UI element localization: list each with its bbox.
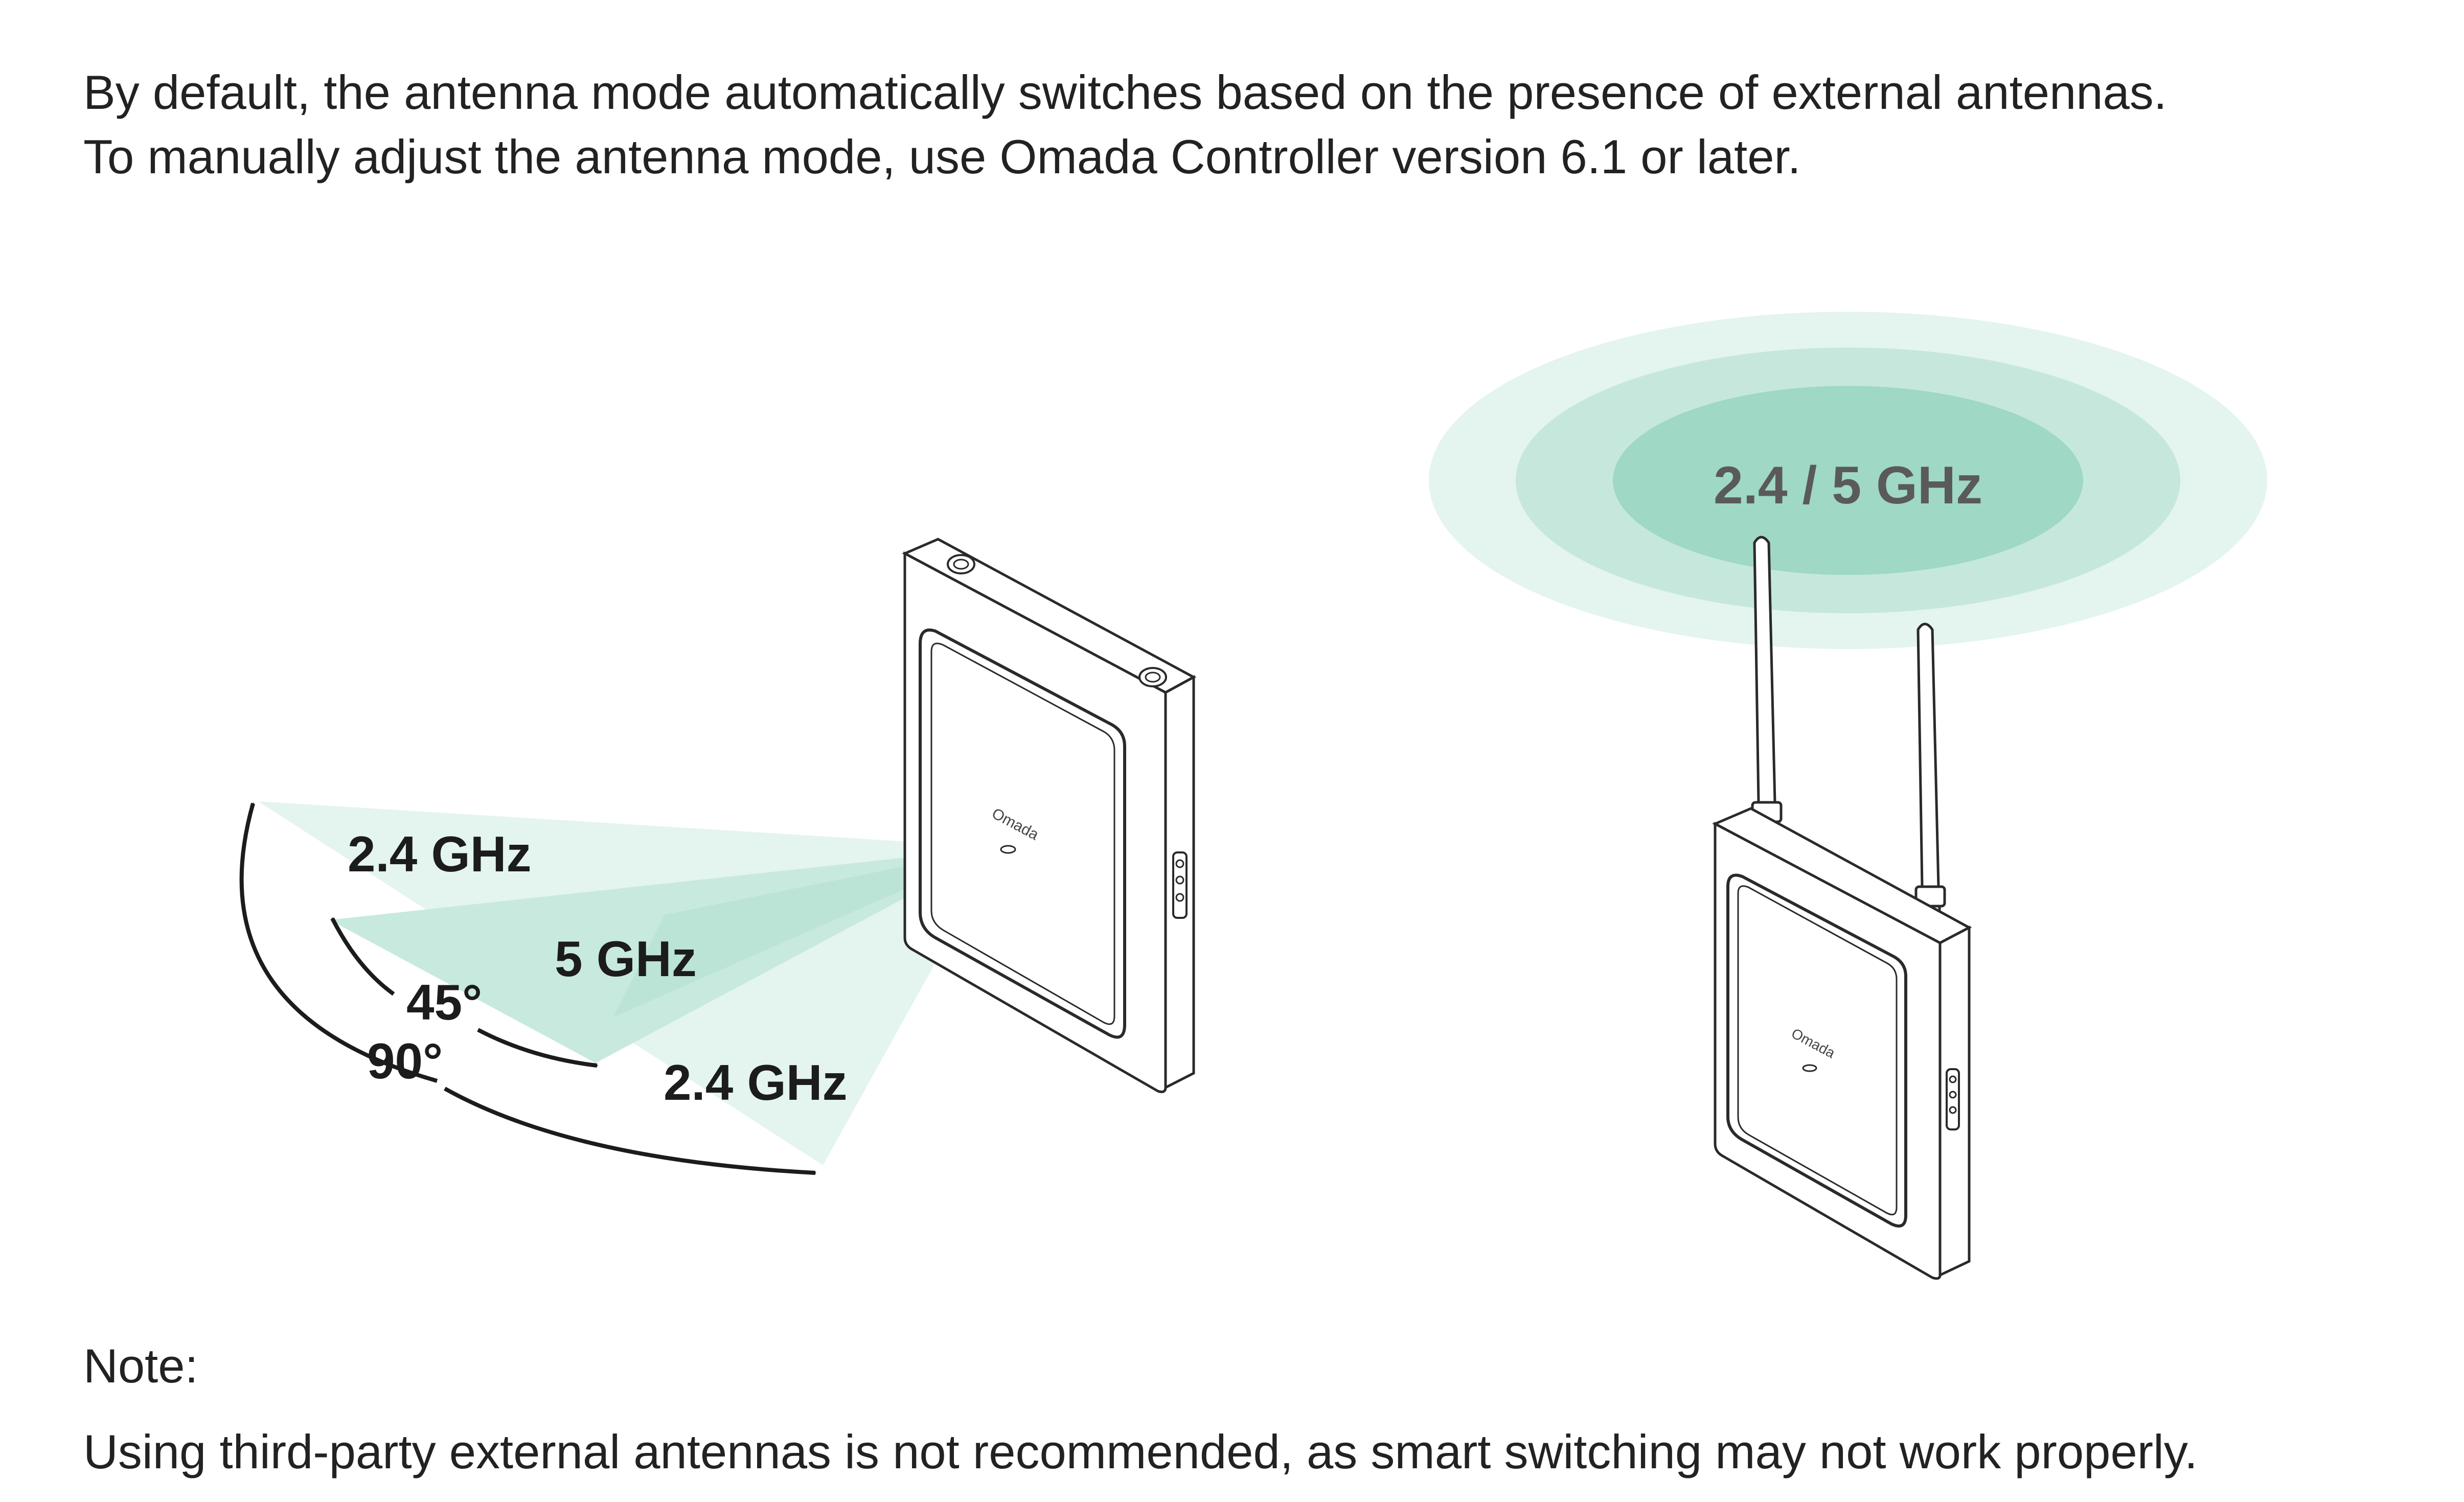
beam-core <box>613 847 999 1017</box>
label-band-upper: 2.4 GHz <box>348 826 531 882</box>
note-body: Using third-party external antennas is n… <box>83 1425 2198 1478</box>
note-title: Note: <box>83 1339 198 1393</box>
antenna-left <box>1753 536 1776 804</box>
internal-antenna-group: 2.4 GHz 5 GHz 2.4 GHz 45° 90° <box>239 538 1197 1175</box>
access-point-right <box>1712 807 1972 1280</box>
label-angle-inner: 45° <box>406 974 482 1030</box>
label-angle-outer: 90° <box>367 1033 443 1089</box>
intro-text: By default, the antenna mode automatical… <box>83 60 2414 189</box>
label-band-middle: 5 GHz <box>555 931 697 987</box>
intro-line-2: To manually adjust the antenna mode, use… <box>83 130 1801 183</box>
angle-arc-45 <box>330 917 395 996</box>
angle-arc-45-tail <box>477 1028 599 1068</box>
angle-arc-90-tail <box>444 1087 817 1175</box>
antenna-right <box>1917 622 1940 888</box>
note-section: Note: Using third-party external antenna… <box>83 1334 2435 1484</box>
coverage-inner <box>1613 386 2083 575</box>
access-point-left <box>902 538 1197 1093</box>
angle-arc-90 <box>239 802 438 1083</box>
external-antenna-group: 2.4 / 5 GHz Omada <box>1429 312 2267 1280</box>
intro-line-1: By default, the antenna mode automatical… <box>83 65 2167 119</box>
label-band-lower: 2.4 GHz <box>664 1054 847 1111</box>
label-band-dual: 2.4 / 5 GHz <box>1714 456 1982 515</box>
